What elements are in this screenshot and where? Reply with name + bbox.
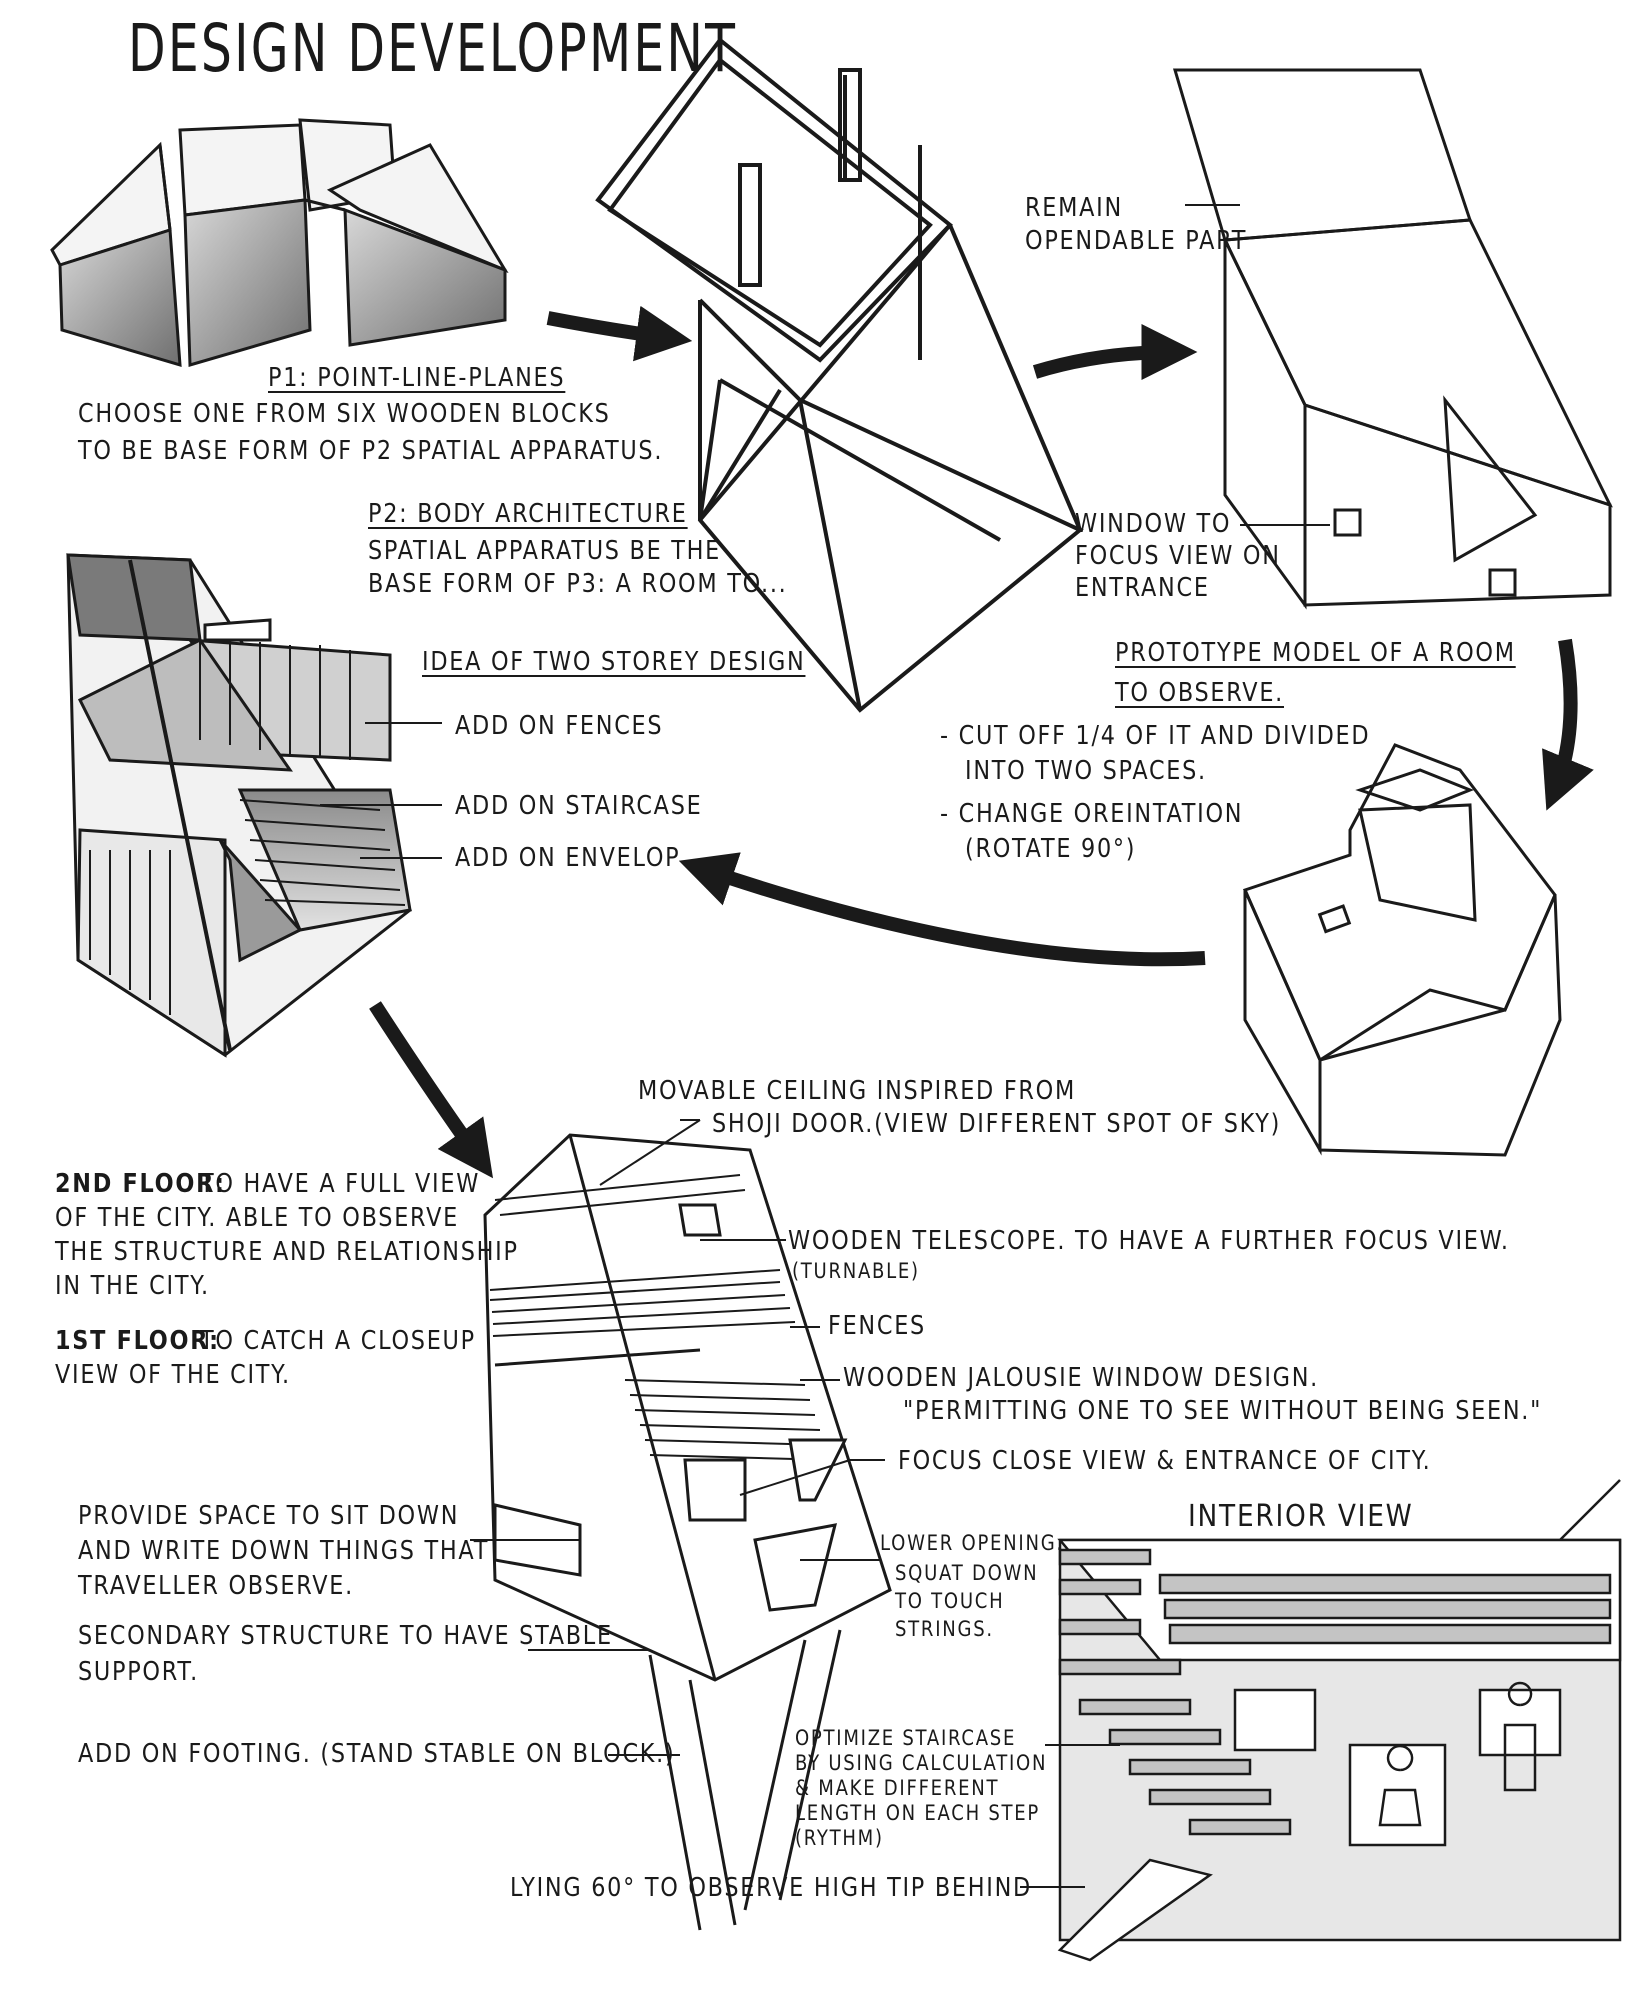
jalousie-label-2: "PERMITTING ONE TO SEE WITHOUT BEING SEE… [903, 1395, 1542, 1428]
ceiling-label-1: MOVABLE CEILING INSPIRED FROM [638, 1075, 1076, 1108]
lower-opening-4: STRINGS. [895, 1616, 994, 1642]
add-envelop-label: ADD ON ENVELOP [455, 842, 680, 875]
remain-label-1: REMAIN [1025, 192, 1123, 225]
p1-line-2: TO BE BASE FORM OF P2 SPATIAL APPARATUS. [78, 435, 663, 468]
floor2-line-1: TO HAVE A FULL VIEW [200, 1168, 480, 1201]
floor2-line-3: THE STRUCTURE AND RELATIONSHIP [55, 1236, 519, 1269]
wooden-blocks-drawing [52, 120, 505, 365]
stair-label-5: (RYTHM) [795, 1825, 884, 1851]
sit-label-2: AND WRITE DOWN THINGS THAT [78, 1535, 489, 1568]
focus-label: FOCUS CLOSE VIEW & ENTRANCE OF CITY. [898, 1445, 1431, 1478]
add-staircase-label: ADD ON STAIRCASE [455, 790, 702, 823]
footing-label: ADD ON FOOTING. (STAND STABLE ON BLOCK.) [78, 1738, 675, 1771]
stair-label-4: LENGTH ON EACH STEP [795, 1800, 1040, 1826]
lower-opening-3: TO TOUCH [895, 1588, 1004, 1614]
add-fences-label: ADD ON FENCES [455, 710, 663, 743]
flow-arrow-2 [1035, 352, 1175, 372]
prototype-bullet-1: - CUT OFF 1/4 OF IT AND DIVIDED [940, 720, 1370, 753]
p2-line-2: BASE FORM OF P3: A ROOM TO... [368, 568, 787, 601]
floor1-line-1: TO CATCH A CLOSEUP [200, 1325, 476, 1358]
flow-arrow-4 [700, 868, 1205, 959]
p2-line-1: SPATIAL APPARATUS BE THE [368, 535, 721, 568]
interior-view-drawing [1060, 1480, 1620, 1960]
rotated-prototype-drawing [1245, 745, 1560, 1155]
lower-opening-1: LOWER OPENING. [880, 1530, 1064, 1556]
prototype-heading-2: TO OBSERVE. [1115, 677, 1284, 710]
sit-label-1: PROVIDE SPACE TO SIT DOWN [78, 1500, 459, 1533]
jalousie-label-1: WOODEN JALOUSIE WINDOW DESIGN. [843, 1362, 1319, 1395]
floor1-label: 1ST FLOOR: [55, 1325, 220, 1358]
two-storey-heading: IDEA OF TWO STOREY DESIGN [422, 646, 805, 679]
interior-view-heading: INTERIOR VIEW [1188, 1498, 1414, 1536]
secondary-label-2: SUPPORT. [78, 1656, 199, 1689]
flow-arrow-3 [1555, 640, 1571, 790]
lower-opening-2: SQUAT DOWN [895, 1560, 1038, 1586]
window-label-2: FOCUS VIEW ON [1075, 540, 1281, 573]
stair-label-1: OPTIMIZE STAIRCASE [795, 1725, 1016, 1751]
floor1-line-2: VIEW OF THE CITY. [55, 1359, 291, 1392]
ceiling-label-2: SHOJI DOOR.(VIEW DIFFERENT SPOT OF SKY) [712, 1108, 1281, 1141]
fences-label: FENCES [828, 1310, 926, 1343]
p1-heading: P1: POINT-LINE-PLANES [268, 362, 565, 395]
telescope-note: (TURNABLE) [792, 1258, 920, 1284]
remain-label-2: OPENDABLE PART [1025, 225, 1247, 258]
sit-label-3: TRAVELLER OBSERVE. [78, 1570, 354, 1603]
floor2-line-4: IN THE CITY. [55, 1270, 210, 1303]
secondary-label-1: SECONDARY STRUCTURE TO HAVE STABLE [78, 1620, 613, 1653]
prototype-bullet-3: - CHANGE OREINTATION [940, 798, 1243, 831]
stair-label-3: & MAKE DIFFERENT [795, 1775, 999, 1801]
window-label-1: WINDOW TO [1075, 508, 1231, 541]
floor2-line-2: OF THE CITY. ABLE TO OBSERVE [55, 1202, 459, 1235]
flow-arrow-5 [375, 1005, 480, 1160]
lying-label: LYING 60° TO OBSERVE HIGH TIP BEHIND [510, 1872, 1032, 1905]
frame-structure-drawing [598, 40, 1080, 710]
flow-arrow-1 [548, 318, 670, 338]
window-label-3: ENTRANCE [1075, 572, 1210, 605]
stair-label-2: BY USING CALCULATION [795, 1750, 1047, 1776]
telescope-label: WOODEN TELESCOPE. TO HAVE A FURTHER FOCU… [788, 1225, 1510, 1258]
p2-heading: P2: BODY ARCHITECTURE [368, 498, 688, 531]
p1-line-1: CHOOSE ONE FROM SIX WOODEN BLOCKS [78, 398, 611, 431]
page-title: DESIGN DEVELOPMENT [128, 8, 737, 91]
prototype-heading-1: PROTOTYPE MODEL OF A ROOM [1115, 637, 1516, 670]
prototype-bullet-2: INTO TWO SPACES. [965, 755, 1207, 788]
prototype-bullet-4: (ROTATE 90°) [965, 833, 1136, 866]
